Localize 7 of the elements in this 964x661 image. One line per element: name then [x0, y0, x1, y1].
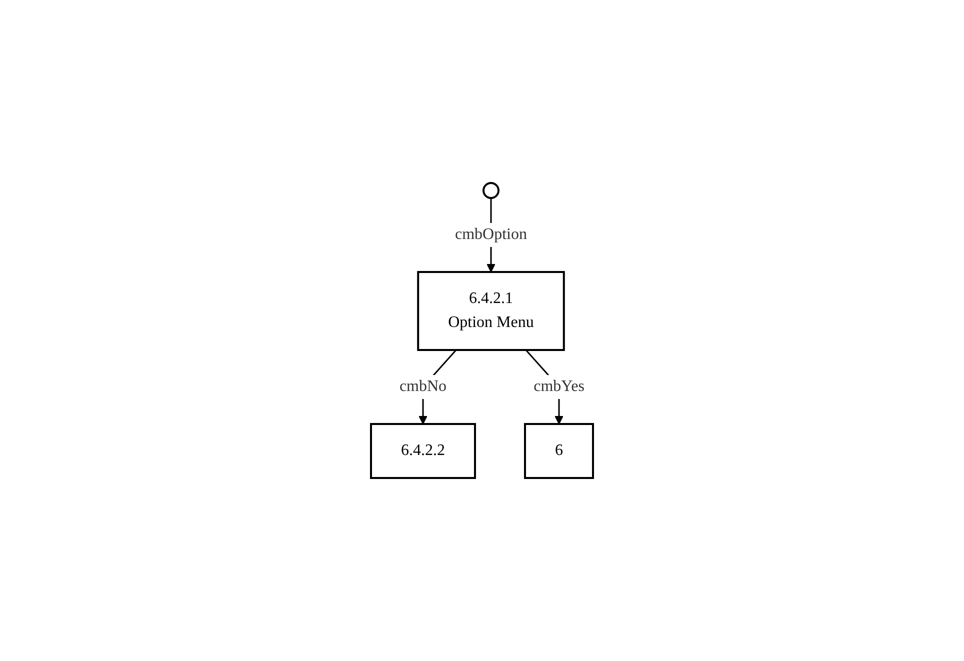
node-box: 6	[524, 423, 594, 479]
node-box: 6.4.2.2	[370, 423, 476, 479]
node-box: 6.4.2.1 Option Menu	[417, 271, 565, 351]
edge-label: cmbOption	[455, 226, 527, 243]
edge-label: cmbNo	[399, 378, 447, 395]
edge-label: cmbYes	[534, 378, 584, 395]
node-circle	[482, 182, 500, 199]
